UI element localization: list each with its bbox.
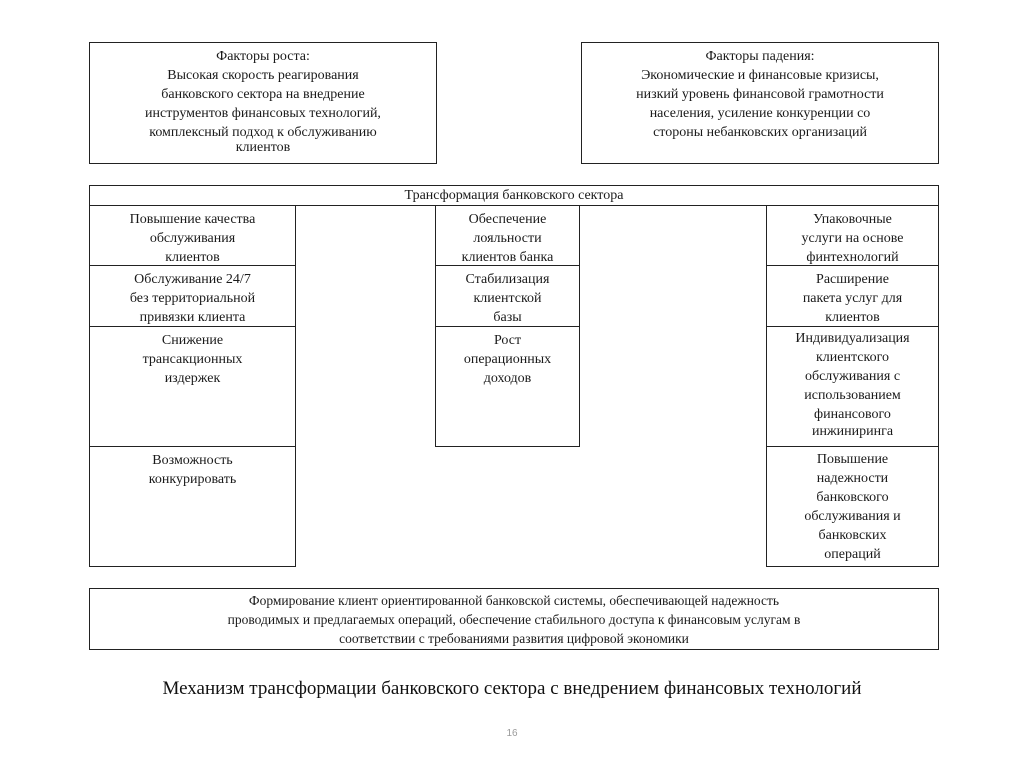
cell-text: Повышение (816, 452, 889, 467)
decline-factors-title: Факторы падения: (705, 49, 815, 64)
decline-factors-line: низкий уровень финансовой грамотности (636, 87, 884, 102)
middle-cell-income: Рост операционных доходов (435, 326, 580, 447)
cell-text: Упаковочные (813, 212, 892, 227)
cell-text: банковских (818, 528, 887, 543)
growth-factors-line: инструментов финансовых технологий, (145, 106, 381, 121)
left-cell-service-24-7: Обслуживание 24/7 без территориальной пр… (89, 265, 296, 327)
cell-text: клиентского (816, 350, 889, 365)
cell-text: доходов (483, 371, 532, 386)
cell-text: клиентской (473, 291, 542, 306)
left-cell-quality: Повышение качества обслуживания клиентов (89, 205, 296, 266)
cell-text: пакета услуг для (802, 291, 903, 306)
growth-factors-line: банковского сектора на внедрение (161, 87, 365, 102)
cell-text: Повышение качества (129, 212, 256, 227)
middle-cell-loyalty: Обеспечение лояльности клиентов банка (435, 205, 580, 266)
cell-text: Рост (493, 333, 522, 348)
cell-text: издержек (164, 371, 221, 386)
cell-text: Индивидуализация (795, 331, 910, 346)
cell-text: Стабилизация (465, 272, 550, 287)
transformation-header: Трансформация банковского сектора (89, 185, 939, 206)
cell-text: финансового (814, 407, 891, 422)
cell-text: Возможность (152, 453, 233, 468)
growth-factors-line: Высокая скорость реагирования (167, 68, 359, 83)
cell-text: привязки клиента (139, 310, 246, 325)
decline-factors-line: стороны небанковских организаций (653, 125, 867, 140)
left-cell-costs: Снижение трансакционных издержек (89, 326, 296, 447)
growth-factors-title: Факторы роста: (216, 49, 310, 64)
right-cell-packaged-services: Упаковочные услуги на основе финтехнолог… (766, 205, 939, 266)
growth-factors-box: Факторы роста: Высокая скорость реагиров… (89, 42, 437, 164)
left-cell-compete: Возможность конкурировать (89, 446, 296, 567)
cell-text: использованием (804, 388, 901, 403)
result-box: Формирование клиент ориентированной банк… (89, 588, 939, 650)
cell-text: клиентов (165, 250, 220, 265)
cell-text: Обеспечение (468, 212, 547, 227)
decline-factors-line: Экономические и финансовые кризисы, (641, 68, 879, 83)
growth-factors-line: клиентов (235, 140, 291, 155)
cell-text: конкурировать (148, 472, 237, 487)
middle-cell-stabilization: Стабилизация клиентской базы (435, 265, 580, 327)
cell-text: лояльности (473, 231, 542, 246)
cell-text: операционных (463, 352, 552, 367)
result-line: Формирование клиент ориентированной банк… (248, 593, 780, 608)
decline-factors-box: Факторы падения: Экономические и финансо… (581, 42, 939, 164)
cell-text: клиентов (825, 310, 880, 325)
cell-text: услуги на основе (801, 231, 904, 246)
cell-text: клиентов банка (461, 250, 554, 265)
result-line: соответствии с требованиями развития циф… (339, 631, 689, 646)
cell-text: операций (824, 547, 881, 562)
cell-text: трансакционных (142, 352, 243, 367)
cell-text: финтехнологий (806, 250, 899, 265)
cell-text: без территориальной (129, 291, 256, 306)
decline-factors-line: населения, усиление конкуренции со (649, 106, 871, 121)
figure-caption: Механизм трансформации банковского секто… (162, 678, 862, 699)
cell-text: надежности (816, 471, 889, 486)
cell-text: Расширение (816, 272, 889, 287)
right-cell-individualization: Индивидуализация клиентского обслуживани… (766, 326, 939, 447)
cell-text: инжиниринга (811, 424, 894, 439)
cell-text: банковского (816, 490, 889, 505)
cell-text: Снижение (161, 333, 224, 348)
cell-text: базы (493, 310, 522, 325)
cell-text: обслуживания и (804, 509, 901, 524)
result-line: проводимых и предлагаемых операций, обес… (227, 612, 801, 627)
page-number: 16 (506, 728, 518, 739)
transformation-title: Трансформация банковского сектора (404, 188, 624, 203)
cell-text: обслуживания (149, 231, 236, 246)
growth-factors-line: комплексный подход к обслуживанию (149, 125, 377, 140)
right-cell-expansion: Расширение пакета услуг для клиентов (766, 265, 939, 327)
cell-text: обслуживания с (804, 369, 901, 384)
right-cell-reliability: Повышение надежности банковского обслужи… (766, 446, 939, 567)
cell-text: Обслуживание 24/7 (134, 272, 251, 287)
